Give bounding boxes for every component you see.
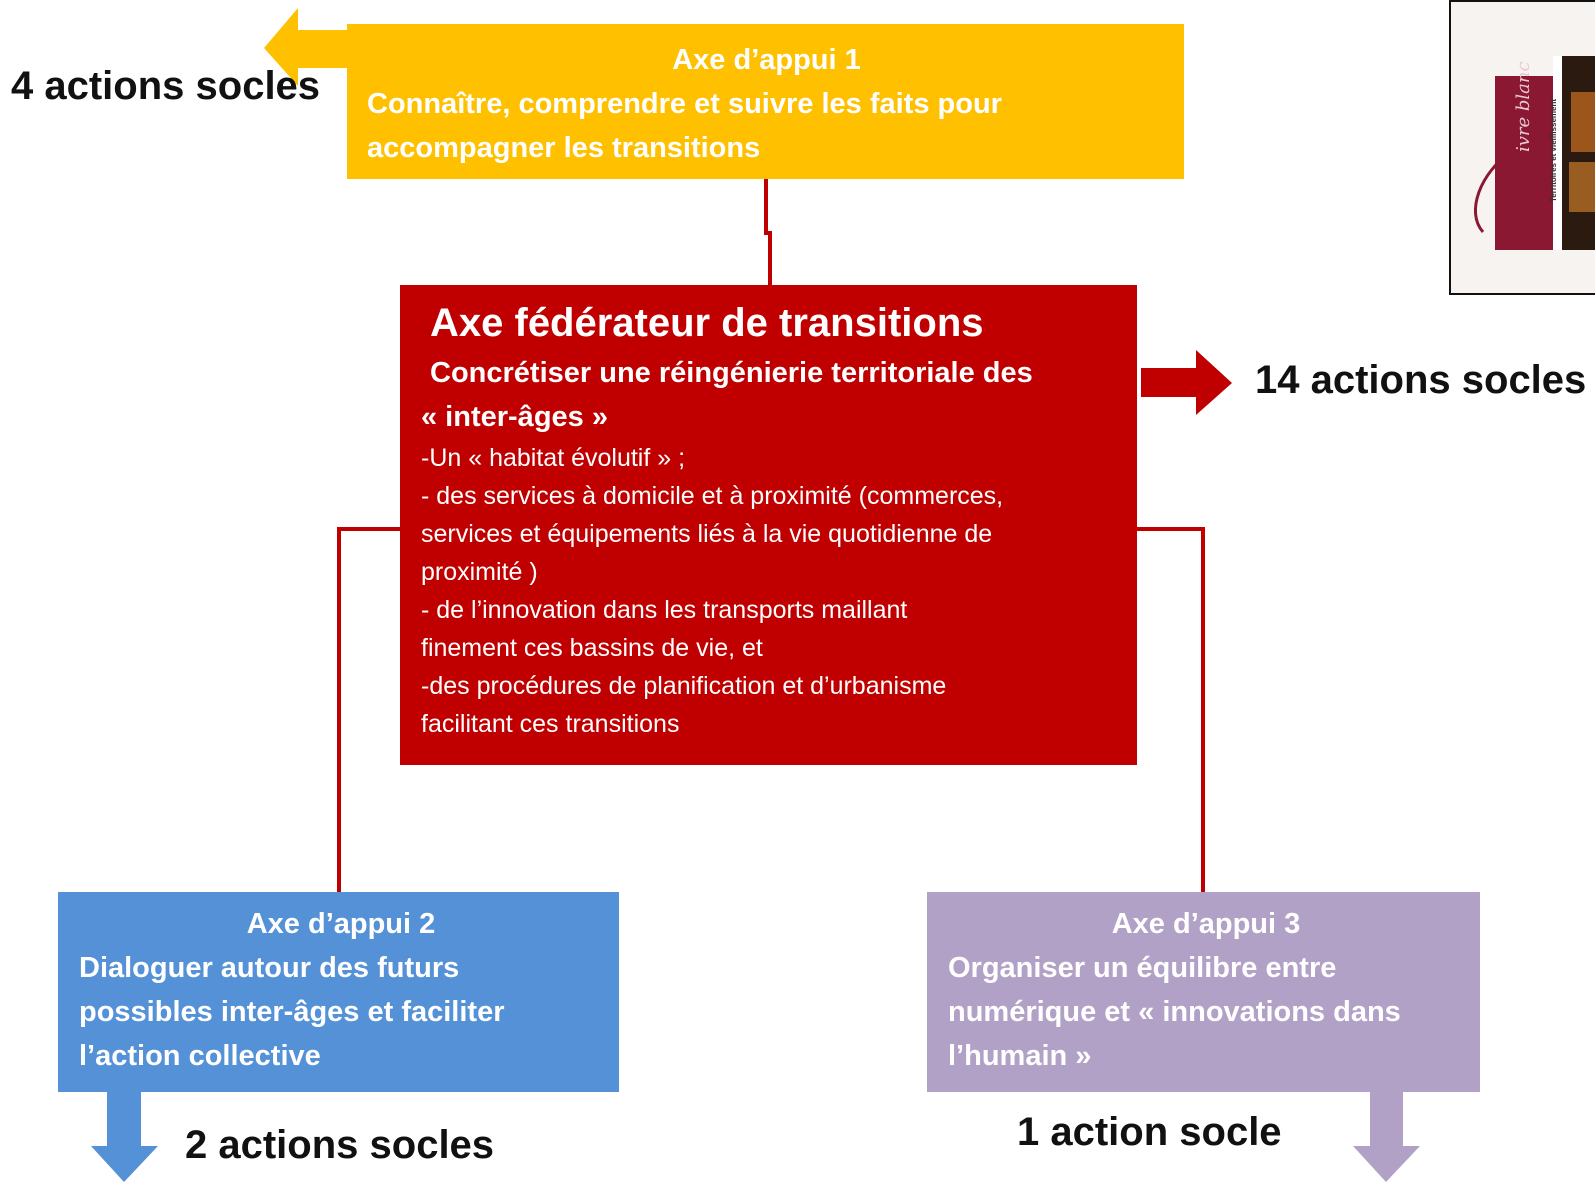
list-item: - de l’innovation dans les transports ma… bbox=[421, 596, 908, 624]
axe-federateur-subtitle: Concrétiser une réingénierie territorial… bbox=[430, 357, 1033, 389]
axe-appui-1-title: Axe d’appui 1 bbox=[672, 44, 861, 76]
list-item: finement ces bassins de vie, et bbox=[421, 634, 763, 662]
cover-art bbox=[1473, 56, 1595, 250]
axe-appui-1-line: Connaître, comprendre et suivre les fait… bbox=[367, 88, 1002, 120]
count-axe3: 1 action socle bbox=[1017, 1110, 1282, 1154]
axe-appui-3-title: Axe d’appui 3 bbox=[1111, 908, 1301, 940]
axe-federateur-list: -Un « habitat évolutif » ; - des service… bbox=[421, 439, 1119, 743]
axe-federateur-title: Axe fédérateur de transitions bbox=[430, 301, 984, 345]
axe-appui-3-line: numérique et « innovations dans bbox=[948, 996, 1401, 1028]
cover-subtitle: Territoires et vieillissement bbox=[1549, 98, 1558, 202]
count-axe1: 4 actions socles bbox=[11, 64, 321, 108]
list-item: -Un « habitat évolutif » ; bbox=[421, 444, 686, 472]
axe-appui-2-line: Dialoguer autour des futurs bbox=[79, 952, 460, 984]
axe-appui-1-line: accompagner les transitions bbox=[367, 132, 761, 164]
arrow-right-federateur bbox=[1141, 350, 1232, 415]
axe-appui-3-line: l’humain » bbox=[948, 1040, 1092, 1072]
axe-federateur-subtitle: « inter-âges » bbox=[421, 401, 608, 433]
arrow-left-axe1 bbox=[264, 8, 347, 86]
connector-federateur-to-axe3 bbox=[1137, 527, 1205, 892]
list-item: -des procédures de planification et d’ur… bbox=[421, 672, 947, 700]
axe-appui-2-line: possibles inter-âges et faciliter bbox=[79, 996, 505, 1028]
list-item: facilitant ces transitions bbox=[421, 710, 680, 738]
list-item: - des services à domicile et à proximité… bbox=[421, 482, 1004, 510]
arrow-down-axe2 bbox=[91, 1092, 158, 1182]
list-item: services et équipements liés à la vie qu… bbox=[421, 520, 993, 548]
connector-axe1-to-federateur bbox=[764, 179, 772, 285]
count-axe2: 2 actions socles bbox=[185, 1123, 495, 1167]
count-federateur: 14 actions socles bbox=[1255, 358, 1587, 402]
cover-title: ivre blanc bbox=[1513, 61, 1534, 152]
axe-appui-2-line: l’action collective bbox=[79, 1040, 321, 1072]
list-item: proximité ) bbox=[421, 558, 538, 586]
axe-appui-3-box: Axe d’appui 3 Organiser un équilibre ent… bbox=[927, 892, 1480, 1092]
axe-appui-2-title: Axe d’appui 2 bbox=[246, 908, 436, 940]
axe-appui-2-box: Axe d’appui 2 Dialoguer autour des futur… bbox=[58, 892, 619, 1092]
axe-appui-1-box: Axe d’appui 1 Connaître, comprendre et s… bbox=[347, 24, 1184, 179]
livre-blanc-cover: ivre blanc Territoires et vieillissement bbox=[1449, 0, 1595, 295]
arrow-down-axe3 bbox=[1353, 1092, 1420, 1182]
axe-appui-3-line: Organiser un équilibre entre bbox=[948, 952, 1337, 984]
connector-federateur-to-axe2 bbox=[337, 527, 400, 892]
axe-federateur-box: Axe fédérateur de transitions Concrétise… bbox=[400, 285, 1137, 765]
